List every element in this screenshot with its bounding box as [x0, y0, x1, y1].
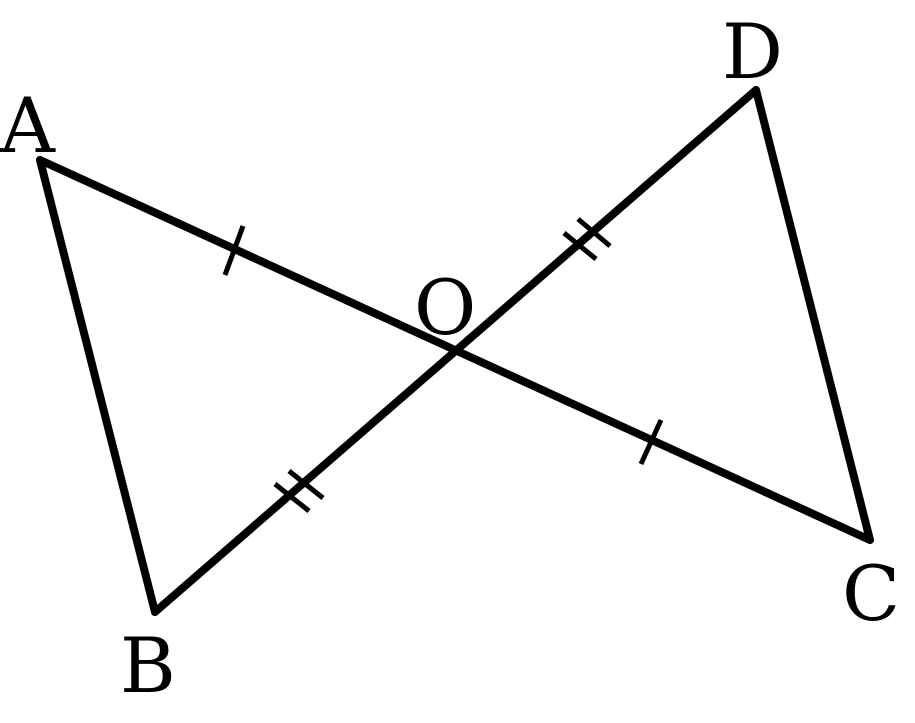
label-o: O	[414, 263, 476, 352]
double-tick-mark-bo-2	[287, 469, 325, 500]
label-c: C	[842, 549, 900, 638]
label-b: B	[120, 621, 176, 710]
double-tick-mark-od-2	[576, 217, 612, 248]
label-a: A	[0, 81, 56, 170]
double-tick-mark-od-1	[562, 231, 598, 261]
label-d: D	[722, 7, 783, 96]
segment-dc	[752, 86, 874, 544]
double-tick-mark-bo-1	[273, 482, 311, 513]
segment-ab	[36, 156, 159, 616]
segment-bd	[151, 86, 760, 616]
tick-mark-oc	[638, 418, 664, 466]
tick-mark-ao	[222, 225, 246, 276]
